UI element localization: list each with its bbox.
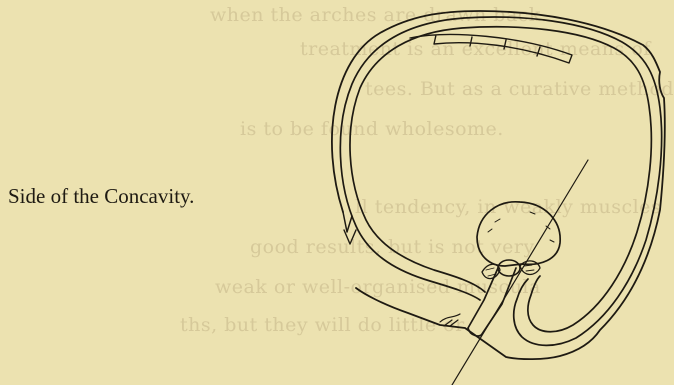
ligament-mark xyxy=(440,314,460,326)
arrowhead xyxy=(344,230,356,244)
vertebra-hatch xyxy=(488,212,554,242)
ring-inner xyxy=(340,17,661,345)
axis-line xyxy=(452,160,588,385)
ring-outer xyxy=(350,27,651,332)
outer-outline xyxy=(332,11,665,359)
rib-segments xyxy=(410,35,572,63)
vertebra-body xyxy=(477,202,560,266)
